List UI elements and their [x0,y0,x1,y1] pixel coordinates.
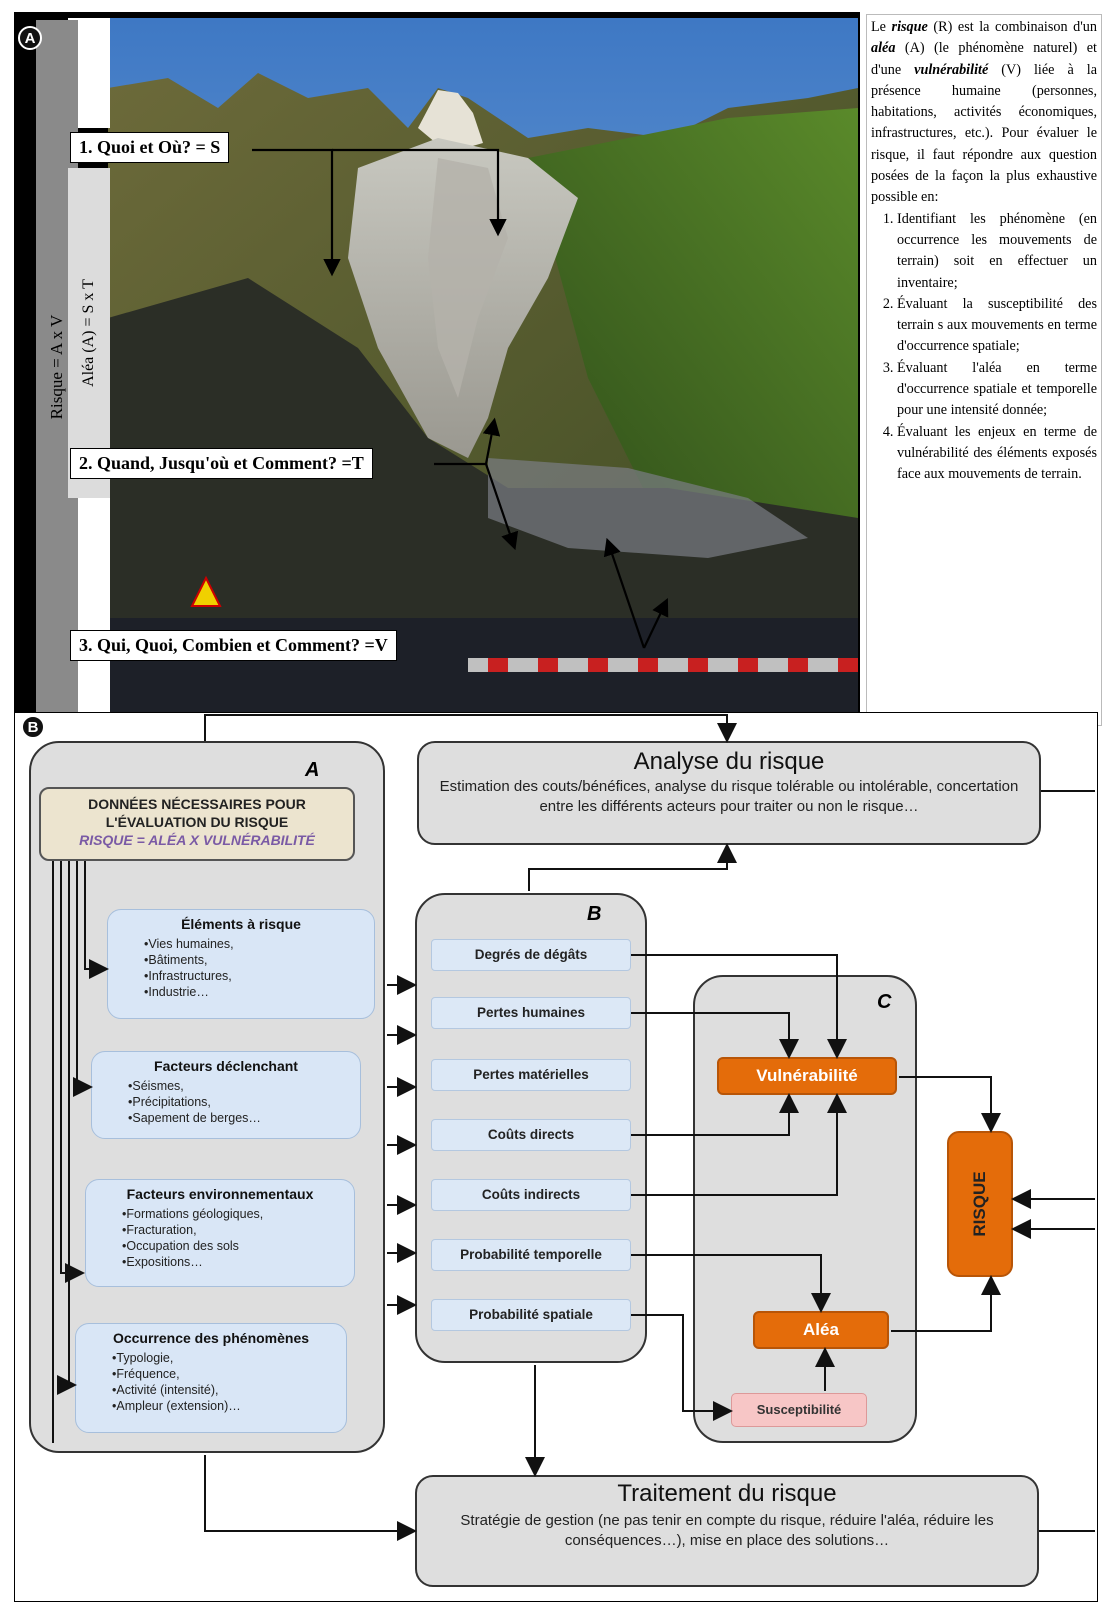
group-c-label: C [877,991,892,1013]
b-item-couts-indirects: Coûts indirects [431,1179,631,1211]
question-3-label: 3. Qui, Quoi, Combien et Comment? =V [70,630,397,661]
input-title: Occurrence des phénomènes [112,1330,310,1346]
analyse-box: Analyse du risque Estimation des couts/b… [417,741,1041,845]
intro-text-1: Le [871,19,892,35]
b-item-pertes-materielles: Pertes matérielles [431,1059,631,1091]
panel-a-photo-frame: Risque = A x V Aléa (A) = S x T A 1. Quo… [14,12,860,726]
input-item: •Formations géologiques, [122,1207,264,1221]
input-item: •Infrastructures, [144,969,232,983]
input-item: •Séismes, [128,1079,184,1093]
step-item: Évaluant les enjeux en terme de vulnérab… [897,422,1097,486]
input-item: •Fracturation, [122,1223,197,1237]
flowchart-connectors [52,714,1095,1541]
b-item-probabilite-temporelle: Probabilité temporelle [431,1239,631,1271]
arrows [252,148,669,649]
intro-text-3: (A) (le phénomène naturel) et d'une [871,40,1097,78]
photo-annotation-arrows [252,148,669,649]
b-item-couts-directs: Coûts directs [431,1119,631,1151]
donnees-formula: RISQUE = ALÉA X VULNÉRABILITÉ [79,832,315,848]
b-item-pertes-humaines: Pertes humaines [431,997,631,1029]
panel-b-flowchart: B A DONNÉES NÉCESSAIRES POUR L'ÉVALUATIO… [14,712,1098,1602]
intro-text-4: (V) liée à la présence humaine (personne… [871,61,1097,206]
group-b-label: B [587,903,602,925]
input-box-environnementaux: Facteurs environnementaux •Formations gé… [85,1179,355,1287]
term-risque: risque [891,19,928,35]
input-item: •Fréquence, [112,1367,180,1381]
input-box-declenchant: Facteurs déclenchant •Séismes, •Précipit… [91,1051,361,1139]
input-list: •Séismes, •Précipitations, •Sapement de … [128,1078,350,1126]
step-item: Évaluant la susceptibilité des terrain s… [897,294,1097,358]
input-item: •Bâtiments, [144,953,208,967]
input-title: Facteurs environnementaux [126,1186,314,1202]
step-item: Identifiant les phénomène (en occurrence… [897,209,1097,294]
landslide-photo [108,18,858,720]
term-vulnerabilite: vulnérabilité [914,61,989,78]
connector-lines [52,714,1095,1541]
input-box-occurrence: Occurrence des phénomènes •Typologie, •F… [75,1323,347,1433]
input-item: •Expositions… [122,1255,203,1269]
panel-a-badge: A [18,26,42,50]
donnees-line2: L'ÉVALUATION DU RISQUE [105,814,289,830]
input-item: •Ampleur (extension)… [112,1399,241,1413]
panel-b-badge: B [21,715,45,739]
group-c-container [693,975,917,1443]
input-item: •Sapement de berges… [128,1111,261,1125]
susceptibilite-box: Susceptibilité [731,1393,867,1427]
traitement-box: Traitement du risque Stratégie de gestio… [415,1475,1039,1587]
question-2-label: 2. Quand, Jusqu'où et Comment? =T [70,448,373,479]
b-item-degats: Degrés de dégâts [431,939,631,971]
step-item: Évaluant l'aléa en terme d'occurrence sp… [897,358,1097,422]
intro-text-2: (R) est la combinaison d'un [927,19,1097,35]
risk-description-text: Le risque (R) est la combinaison d'un al… [866,14,1102,726]
input-item: •Vies humaines, [144,937,234,951]
input-item: •Activité (intensité), [112,1383,219,1397]
traitement-title: Traitement du risque [617,1480,837,1507]
question-1-label: 1. Quoi et Où? = S [70,132,230,163]
alea-formula-bar: Aléa (A) = S x T [68,168,110,498]
input-title: Éléments à risque [181,916,301,932]
input-title: Facteurs déclenchant [154,1058,298,1074]
input-item: •Typologie, [112,1351,174,1365]
input-list: •Formations géologiques, •Fracturation, … [122,1206,344,1270]
b-item-probabilite-spatiale: Probabilité spatiale [431,1299,631,1331]
vulnerabilite-box: Vulnérabilité [717,1057,897,1095]
input-list: •Typologie, •Fréquence, •Activité (inten… [112,1350,336,1414]
analyse-title: Analyse du risque [633,748,825,775]
traitement-description: Stratégie de gestion (ne pas tenir en co… [460,1512,994,1549]
input-item: •Industrie… [144,985,209,999]
analyse-description: Estimation des couts/bénéfices, analyse … [439,778,1019,815]
term-alea: aléa [871,40,896,57]
input-item: •Précipitations, [128,1095,211,1109]
input-box-elements: Éléments à risque •Vies humaines, •Bâtim… [107,909,375,1019]
input-item: •Occupation des sols [122,1239,239,1253]
evaluation-steps-list: Identifiant les phénomène (en occurrence… [871,209,1097,486]
input-list: •Vies humaines, •Bâtiments, •Infrastruct… [144,936,364,1000]
donnees-box: DONNÉES NÉCESSAIRES POUR L'ÉVALUATION DU… [39,787,355,861]
group-a-label: A [305,759,320,781]
donnees-line1: DONNÉES NÉCESSAIRES POUR [88,796,306,812]
